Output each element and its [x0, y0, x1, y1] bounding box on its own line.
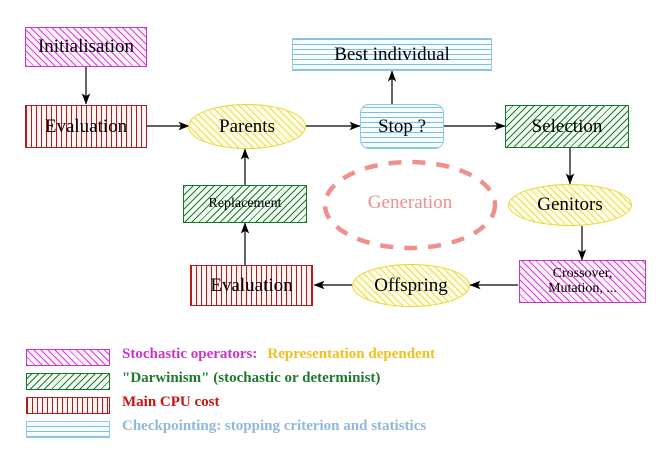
node-replacement[interactable]: Replacement: [183, 185, 307, 223]
node-label: Evaluation: [210, 274, 293, 296]
node-selection[interactable]: Selection: [505, 105, 629, 148]
node-evaluation-bot[interactable]: Evaluation: [190, 265, 313, 306]
node-label: Replacement: [208, 195, 282, 211]
node-label: Evaluation: [44, 115, 128, 137]
legend-swatch-magenta: [26, 349, 110, 366]
legend-label-blue: Checkpointing: stopping criterion and st…: [122, 418, 426, 435]
node-best-individual[interactable]: Best individual: [292, 38, 492, 71]
legend-text-primary: "Darwinism" (stochastic or determinist): [122, 370, 381, 386]
node-stop[interactable]: Stop ?: [360, 104, 444, 149]
node-crossover[interactable]: Crossover, Mutation, ...: [519, 260, 646, 303]
node-label: Best individual: [334, 43, 450, 65]
node-label: Stop ?: [377, 115, 427, 137]
node-label: Selection: [531, 115, 603, 137]
legend-label-magenta: Stochastic operators: Representation depe…: [122, 346, 435, 363]
node-evaluation-top[interactable]: Evaluation: [25, 105, 147, 148]
legend-text-secondary: Representation dependent: [267, 346, 436, 362]
legend-swatch-green: [26, 373, 110, 390]
legend-text-primary: Main CPU cost: [122, 394, 220, 410]
node-label: Parents: [219, 115, 275, 137]
node-initialisation[interactable]: Initialisation: [25, 27, 147, 67]
node-offspring[interactable]: Offspring: [352, 264, 470, 307]
node-label: Genitors: [537, 194, 603, 216]
legend-label-green: "Darwinism" (stochastic or determinist): [122, 370, 380, 387]
node-parents[interactable]: Parents: [188, 104, 306, 149]
legend-swatch-blue: [26, 421, 110, 438]
legend-swatch-red: [26, 397, 110, 414]
legend-text-primary: Stochastic operators:: [122, 346, 258, 362]
legend-text-primary: Checkpointing: stopping criterion and st…: [122, 418, 427, 434]
generation-label: Generation: [367, 192, 453, 213]
legend-label-red: Main CPU cost: [122, 394, 220, 411]
generation-ellipse: [322, 159, 498, 251]
node-genitors[interactable]: Genitors: [508, 184, 632, 226]
node-label: Crossover, Mutation, ...: [548, 266, 617, 296]
node-label: Offspring: [374, 274, 448, 296]
node-label: Initialisation: [37, 36, 135, 58]
